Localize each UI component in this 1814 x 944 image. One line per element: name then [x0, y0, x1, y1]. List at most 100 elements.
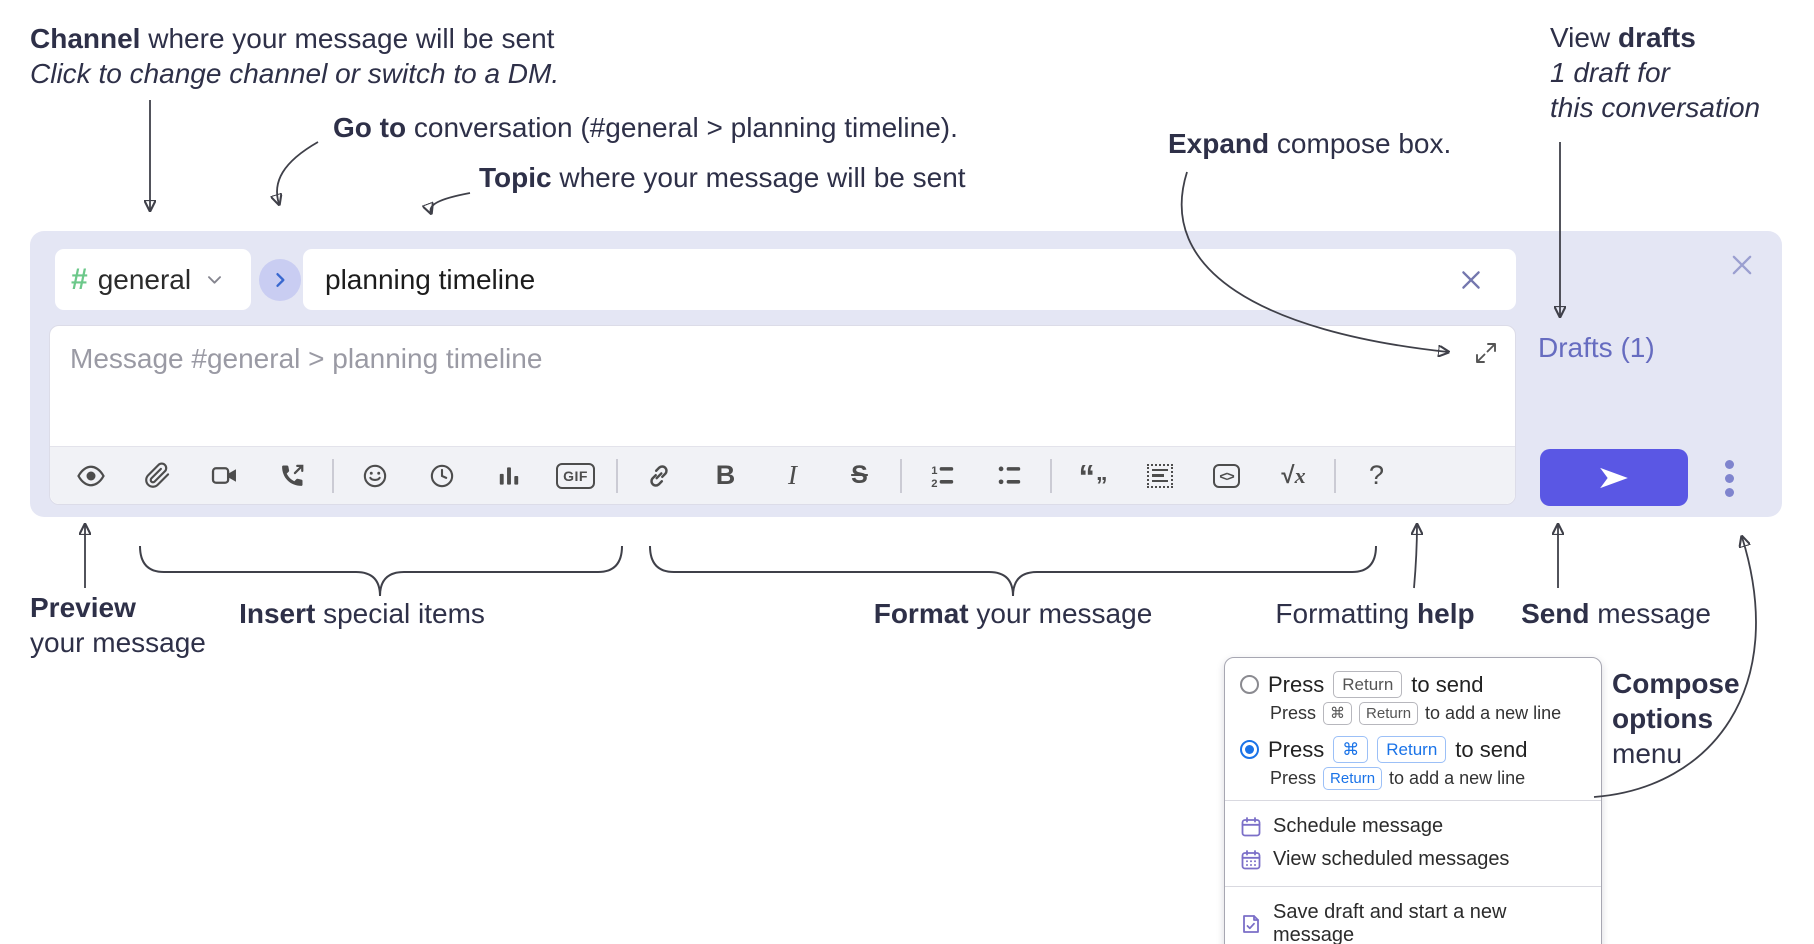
topic-arrow — [430, 192, 471, 213]
attach-file-button[interactable] — [131, 455, 184, 497]
formatting-help-arrow — [1414, 525, 1417, 589]
message-textarea[interactable]: Message #general > planning timeline — [49, 325, 1516, 505]
gif-icon: GIF — [556, 462, 595, 489]
global-time-button[interactable] — [415, 455, 468, 497]
preview-button[interactable] — [64, 455, 117, 497]
compose-options-menu-button[interactable] — [1714, 451, 1744, 505]
bold-button[interactable]: B — [715, 460, 736, 490]
bar-chart-icon — [499, 466, 518, 485]
emoji-smiley-icon — [363, 464, 386, 487]
spoiler-button[interactable] — [1133, 455, 1186, 497]
save-draft-icon — [1240, 913, 1262, 935]
link-icon — [649, 464, 668, 487]
goto-conversation-button[interactable] — [259, 259, 301, 301]
radio-off-icon[interactable] — [1240, 675, 1259, 694]
channel-annotation: Channel where your message will be sent … — [30, 23, 560, 89]
compose-box: # general Message #general > planning ti… — [30, 231, 1782, 517]
math-icon: √x — [1281, 461, 1306, 489]
channel-name: general — [97, 263, 192, 295]
bulleted-list-icon — [998, 466, 1021, 485]
goto-annotation: Go to conversation (#general > planning … — [333, 112, 958, 143]
emoji-button[interactable] — [348, 455, 401, 497]
message-placeholder: Message #general > planning timeline — [70, 343, 543, 374]
save-draft-item[interactable]: Save draft and start a new message — [1240, 896, 1586, 944]
quote-button[interactable]: “” — [1066, 455, 1119, 497]
return-key: Return — [1323, 767, 1383, 790]
quote-icon: “” — [1078, 458, 1108, 498]
send-button[interactable] — [1540, 449, 1688, 506]
channel-hint: Click to change channel or switch to a D… — [30, 58, 560, 89]
cmd-return-to-send-option[interactable]: Press ⌘ Return to send — [1240, 736, 1586, 763]
return-to-send-hint: Press ⌘ Return to add a new line — [1270, 702, 1562, 725]
format-annotation: Format your message — [873, 598, 1153, 629]
bulleted-list-button[interactable] — [983, 455, 1036, 497]
popup-divider — [1225, 886, 1601, 887]
goto-arrow — [277, 141, 319, 204]
return-key: Return — [1359, 702, 1419, 725]
view-scheduled-messages-item[interactable]: View scheduled messages — [1240, 843, 1586, 876]
calendar-icon — [1240, 816, 1262, 838]
eye-icon — [76, 465, 105, 486]
toolbar-divider — [900, 458, 902, 493]
cmd-return-to-send-hint: Press Return to add a new line — [1270, 767, 1526, 790]
channel-hash-icon: # — [71, 262, 88, 296]
italic-button[interactable]: I — [788, 460, 797, 490]
chevron-right-icon — [276, 273, 285, 287]
svg-text:2: 2 — [931, 478, 937, 489]
cmd-key: ⌘ — [1333, 736, 1369, 763]
poll-button[interactable] — [482, 455, 535, 497]
numbered-list-button[interactable]: 1 2 — [916, 455, 969, 497]
message-formatting-help-button[interactable]: ? — [1368, 460, 1385, 490]
compose-options-annotation: Compose options menu — [1612, 668, 1740, 769]
insert-brace — [139, 545, 623, 597]
chevron-down-icon — [205, 270, 224, 289]
compose-toolbar: GIF B I S 1 2 — [50, 446, 1515, 504]
video-camera-icon — [211, 467, 236, 484]
link-button[interactable] — [632, 455, 685, 497]
strikethrough-button[interactable]: S — [851, 461, 868, 489]
return-to-send-option[interactable]: Press Return to send — [1240, 671, 1586, 698]
spoiler-icon — [1146, 463, 1173, 488]
preview-annotation: Preview your message — [30, 592, 206, 658]
expand-icon — [1476, 343, 1496, 363]
compose-options-popup: Press Return to send Press ⌘ Return to a… — [1224, 657, 1602, 944]
close-icon — [1462, 271, 1480, 289]
formatting-help-annotation: Formatting help — [1275, 598, 1475, 629]
numbered-list-icon: 1 2 — [931, 465, 954, 489]
gif-button[interactable]: GIF — [549, 455, 602, 497]
schedule-message-item[interactable]: Schedule message — [1240, 810, 1586, 843]
topic-clear-button[interactable] — [1454, 263, 1488, 297]
vertical-dots-icon — [1724, 459, 1734, 469]
view-drafts-annotation: View drafts 1 draft for this conversatio… — [1550, 22, 1761, 123]
channel-selector[interactable]: # general — [55, 249, 251, 310]
video-call-button[interactable] — [198, 455, 251, 497]
compose-close-button[interactable] — [1724, 247, 1760, 283]
code-button[interactable]: <> — [1200, 455, 1253, 497]
close-icon — [1732, 255, 1752, 275]
toolbar-divider — [332, 458, 334, 493]
send-icon — [1600, 467, 1628, 488]
send-annotation: Send message — [1521, 598, 1711, 629]
phone-call-icon — [281, 464, 303, 486]
expand-annotation: Expand compose box. — [1168, 128, 1452, 159]
toolbar-divider — [1334, 458, 1336, 493]
topic-input[interactable] — [303, 249, 1516, 310]
toolbar-divider — [616, 458, 618, 493]
calendar-days-icon — [1240, 849, 1262, 871]
code-icon: <> — [1213, 463, 1240, 488]
return-key: Return — [1377, 736, 1447, 763]
format-brace — [649, 545, 1377, 597]
radio-on-icon[interactable] — [1240, 740, 1259, 759]
math-button[interactable]: √x — [1267, 455, 1320, 497]
popup-divider — [1225, 800, 1601, 801]
return-key: Return — [1333, 671, 1403, 698]
toolbar-divider — [1050, 458, 1052, 493]
expand-compose-button[interactable] — [1471, 338, 1501, 368]
insert-annotation: Insert special items — [239, 598, 485, 629]
clock-icon — [430, 464, 453, 487]
cmd-key: ⌘ — [1323, 702, 1353, 725]
audio-call-button[interactable] — [265, 455, 318, 497]
drafts-link[interactable]: Drafts (1) — [1538, 332, 1655, 363]
paperclip-icon — [145, 462, 170, 488]
